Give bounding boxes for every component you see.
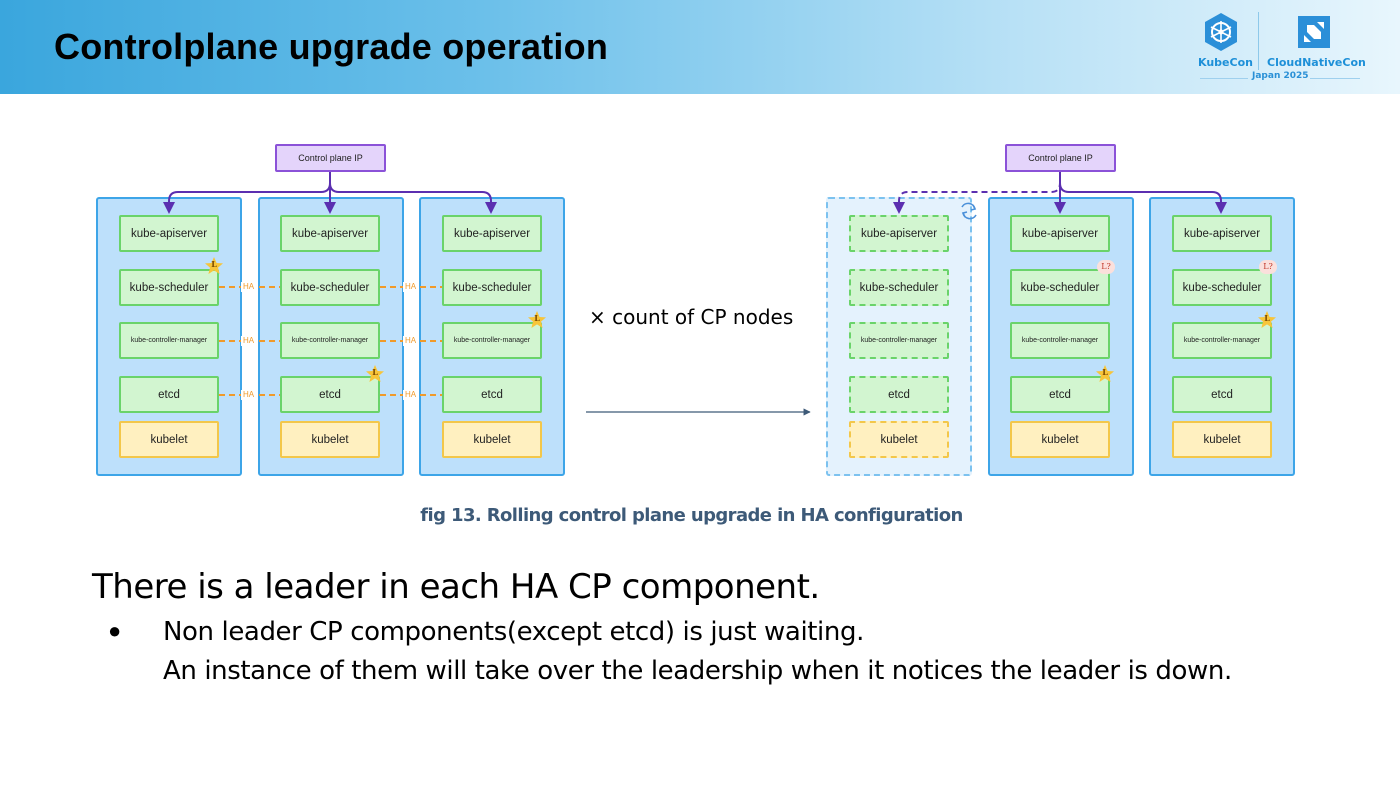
etcd: etcd: [280, 376, 380, 413]
etcd: etcd: [1010, 376, 1110, 413]
kube-scheduler: kube-scheduler: [1172, 269, 1272, 306]
count-label: × count of CP nodes: [589, 305, 794, 329]
kubecon-logo-icon: [1205, 13, 1237, 51]
kube-apiserver: kube-apiserver: [119, 215, 219, 252]
leader-star-icon: L: [1095, 364, 1115, 384]
kube-controller-manager: kube-controller-manager: [1010, 322, 1110, 359]
control-plane-ip-right: Control plane IP: [1005, 144, 1116, 172]
leader-marker: L: [372, 367, 378, 377]
kube-controller-manager: kube-controller-manager: [1172, 322, 1272, 359]
etcd: etcd: [119, 376, 219, 413]
slide-title: Controlplane upgrade operation: [54, 26, 609, 67]
kube-controller-manager: kube-controller-manager: [442, 322, 542, 359]
ha-label: HA: [241, 390, 257, 400]
event-line-right: [1310, 78, 1360, 79]
kube-controller-manager: kube-controller-manager: [849, 322, 949, 359]
route-line-far-right: [1059, 171, 1227, 214]
kube-scheduler: kube-scheduler: [849, 269, 949, 306]
leader-marker: L: [1264, 313, 1270, 323]
control-plane-ip-left: Control plane IP: [275, 144, 386, 172]
ha-label: HA: [403, 282, 419, 292]
kubecon-logo-text: KubeCon: [1198, 56, 1253, 69]
leader-star-icon: L: [204, 256, 224, 276]
kube-scheduler: kube-scheduler: [119, 269, 219, 306]
kube-apiserver: kube-apiserver: [1010, 215, 1110, 252]
leader-marker: L: [211, 259, 217, 269]
route-line-right: [329, 171, 497, 214]
leader-marker: L: [1102, 367, 1108, 377]
kubelet: kubelet: [849, 421, 949, 458]
kube-scheduler: kube-scheduler: [1010, 269, 1110, 306]
event-line-left: [1200, 78, 1248, 79]
refresh-icon: [961, 202, 977, 220]
leader-marker: L: [534, 313, 540, 323]
etcd: etcd: [1172, 376, 1272, 413]
ha-label: HA: [241, 336, 257, 346]
header-banner: [0, 0, 1400, 94]
bullet-line-2: An instance of them will take over the l…: [163, 656, 1232, 686]
route-line-dashed: [893, 171, 1061, 214]
bullet-line-1: Non leader CP components(except etcd) is…: [163, 617, 864, 647]
logo-divider: [1258, 12, 1259, 70]
kube-apiserver: kube-apiserver: [280, 215, 380, 252]
kubelet: kubelet: [1010, 421, 1110, 458]
kubelet: kubelet: [1172, 421, 1272, 458]
bullet-icon: ●: [108, 618, 122, 643]
event-label: Japan 2025: [1252, 71, 1309, 81]
kube-apiserver: kube-apiserver: [1172, 215, 1272, 252]
figure-caption: fig 13. Rolling control plane upgrade in…: [420, 505, 963, 526]
etcd: etcd: [442, 376, 542, 413]
route-line-left: [163, 171, 331, 214]
kubelet: kubelet: [442, 421, 542, 458]
candidate-leader-badge: L?: [1259, 260, 1277, 274]
kube-apiserver: kube-apiserver: [442, 215, 542, 252]
cloudnativecon-logo-icon: [1298, 16, 1330, 48]
kube-controller-manager: kube-controller-manager: [119, 322, 219, 359]
ha-label: HA: [241, 282, 257, 292]
cloudnativecon-logo-text: CloudNativeCon: [1267, 56, 1366, 69]
kube-scheduler: kube-scheduler: [280, 269, 380, 306]
candidate-leader-badge: L?: [1097, 260, 1115, 274]
leader-star-icon: L: [1257, 310, 1277, 330]
ha-label: HA: [403, 390, 419, 400]
kubelet: kubelet: [119, 421, 219, 458]
etcd: etcd: [849, 376, 949, 413]
main-point: There is a leader in each HA CP componen…: [92, 567, 820, 607]
leader-star-icon: L: [365, 364, 385, 384]
leader-star-icon: L: [527, 310, 547, 330]
kubelet: kubelet: [280, 421, 380, 458]
kube-apiserver: kube-apiserver: [849, 215, 949, 252]
kube-controller-manager: kube-controller-manager: [280, 322, 380, 359]
ha-label: HA: [403, 336, 419, 346]
kube-scheduler: kube-scheduler: [442, 269, 542, 306]
